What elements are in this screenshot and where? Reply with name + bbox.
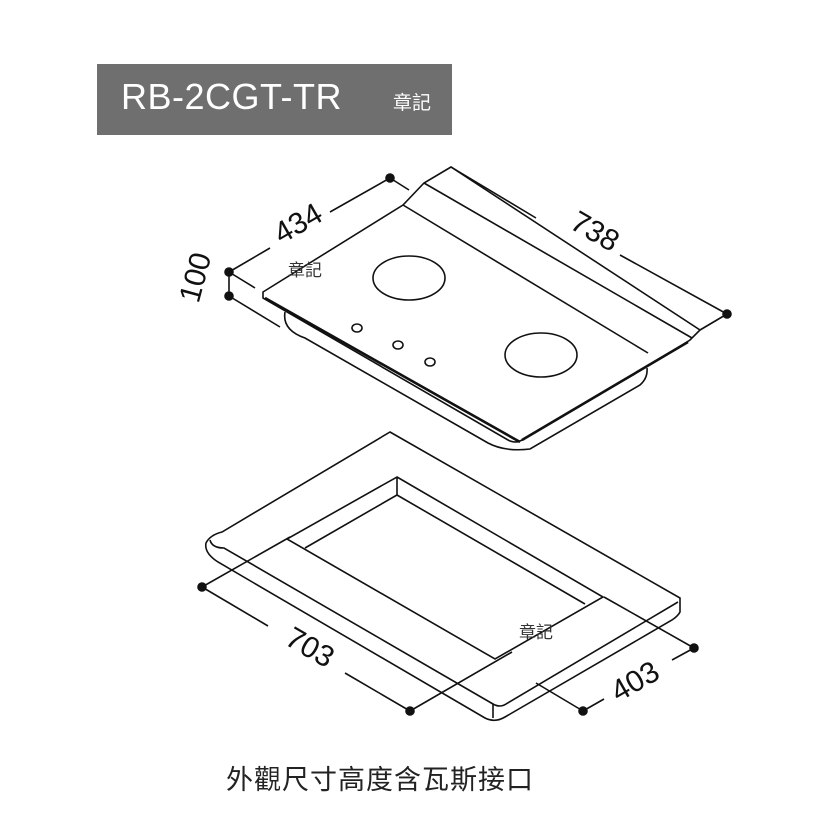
cutout-board [204, 431, 681, 722]
dimension-lines-top [224, 166, 732, 331]
model-banner: RB-2CGT-TR 章記 [97, 64, 452, 135]
watermark: 章記 [288, 261, 322, 281]
dimension-403: 403 [605, 655, 665, 709]
knob [351, 323, 363, 333]
knob [424, 357, 436, 367]
burner-left [372, 255, 446, 301]
watermark: 章記 [519, 623, 553, 643]
brand-mark: 章記 [393, 92, 432, 114]
cooktop [262, 166, 702, 451]
caption: 外觀尺寸高度含瓦斯接口 [226, 765, 534, 796]
model-name: RB-2CGT-TR [121, 76, 342, 117]
dimension-703: 703 [280, 621, 340, 675]
dimension-434: 434 [268, 197, 328, 251]
burner-right [504, 332, 578, 378]
dimension-lines-bottom [197, 536, 699, 716]
dimension-100: 100 [173, 249, 218, 306]
knob [392, 340, 404, 350]
